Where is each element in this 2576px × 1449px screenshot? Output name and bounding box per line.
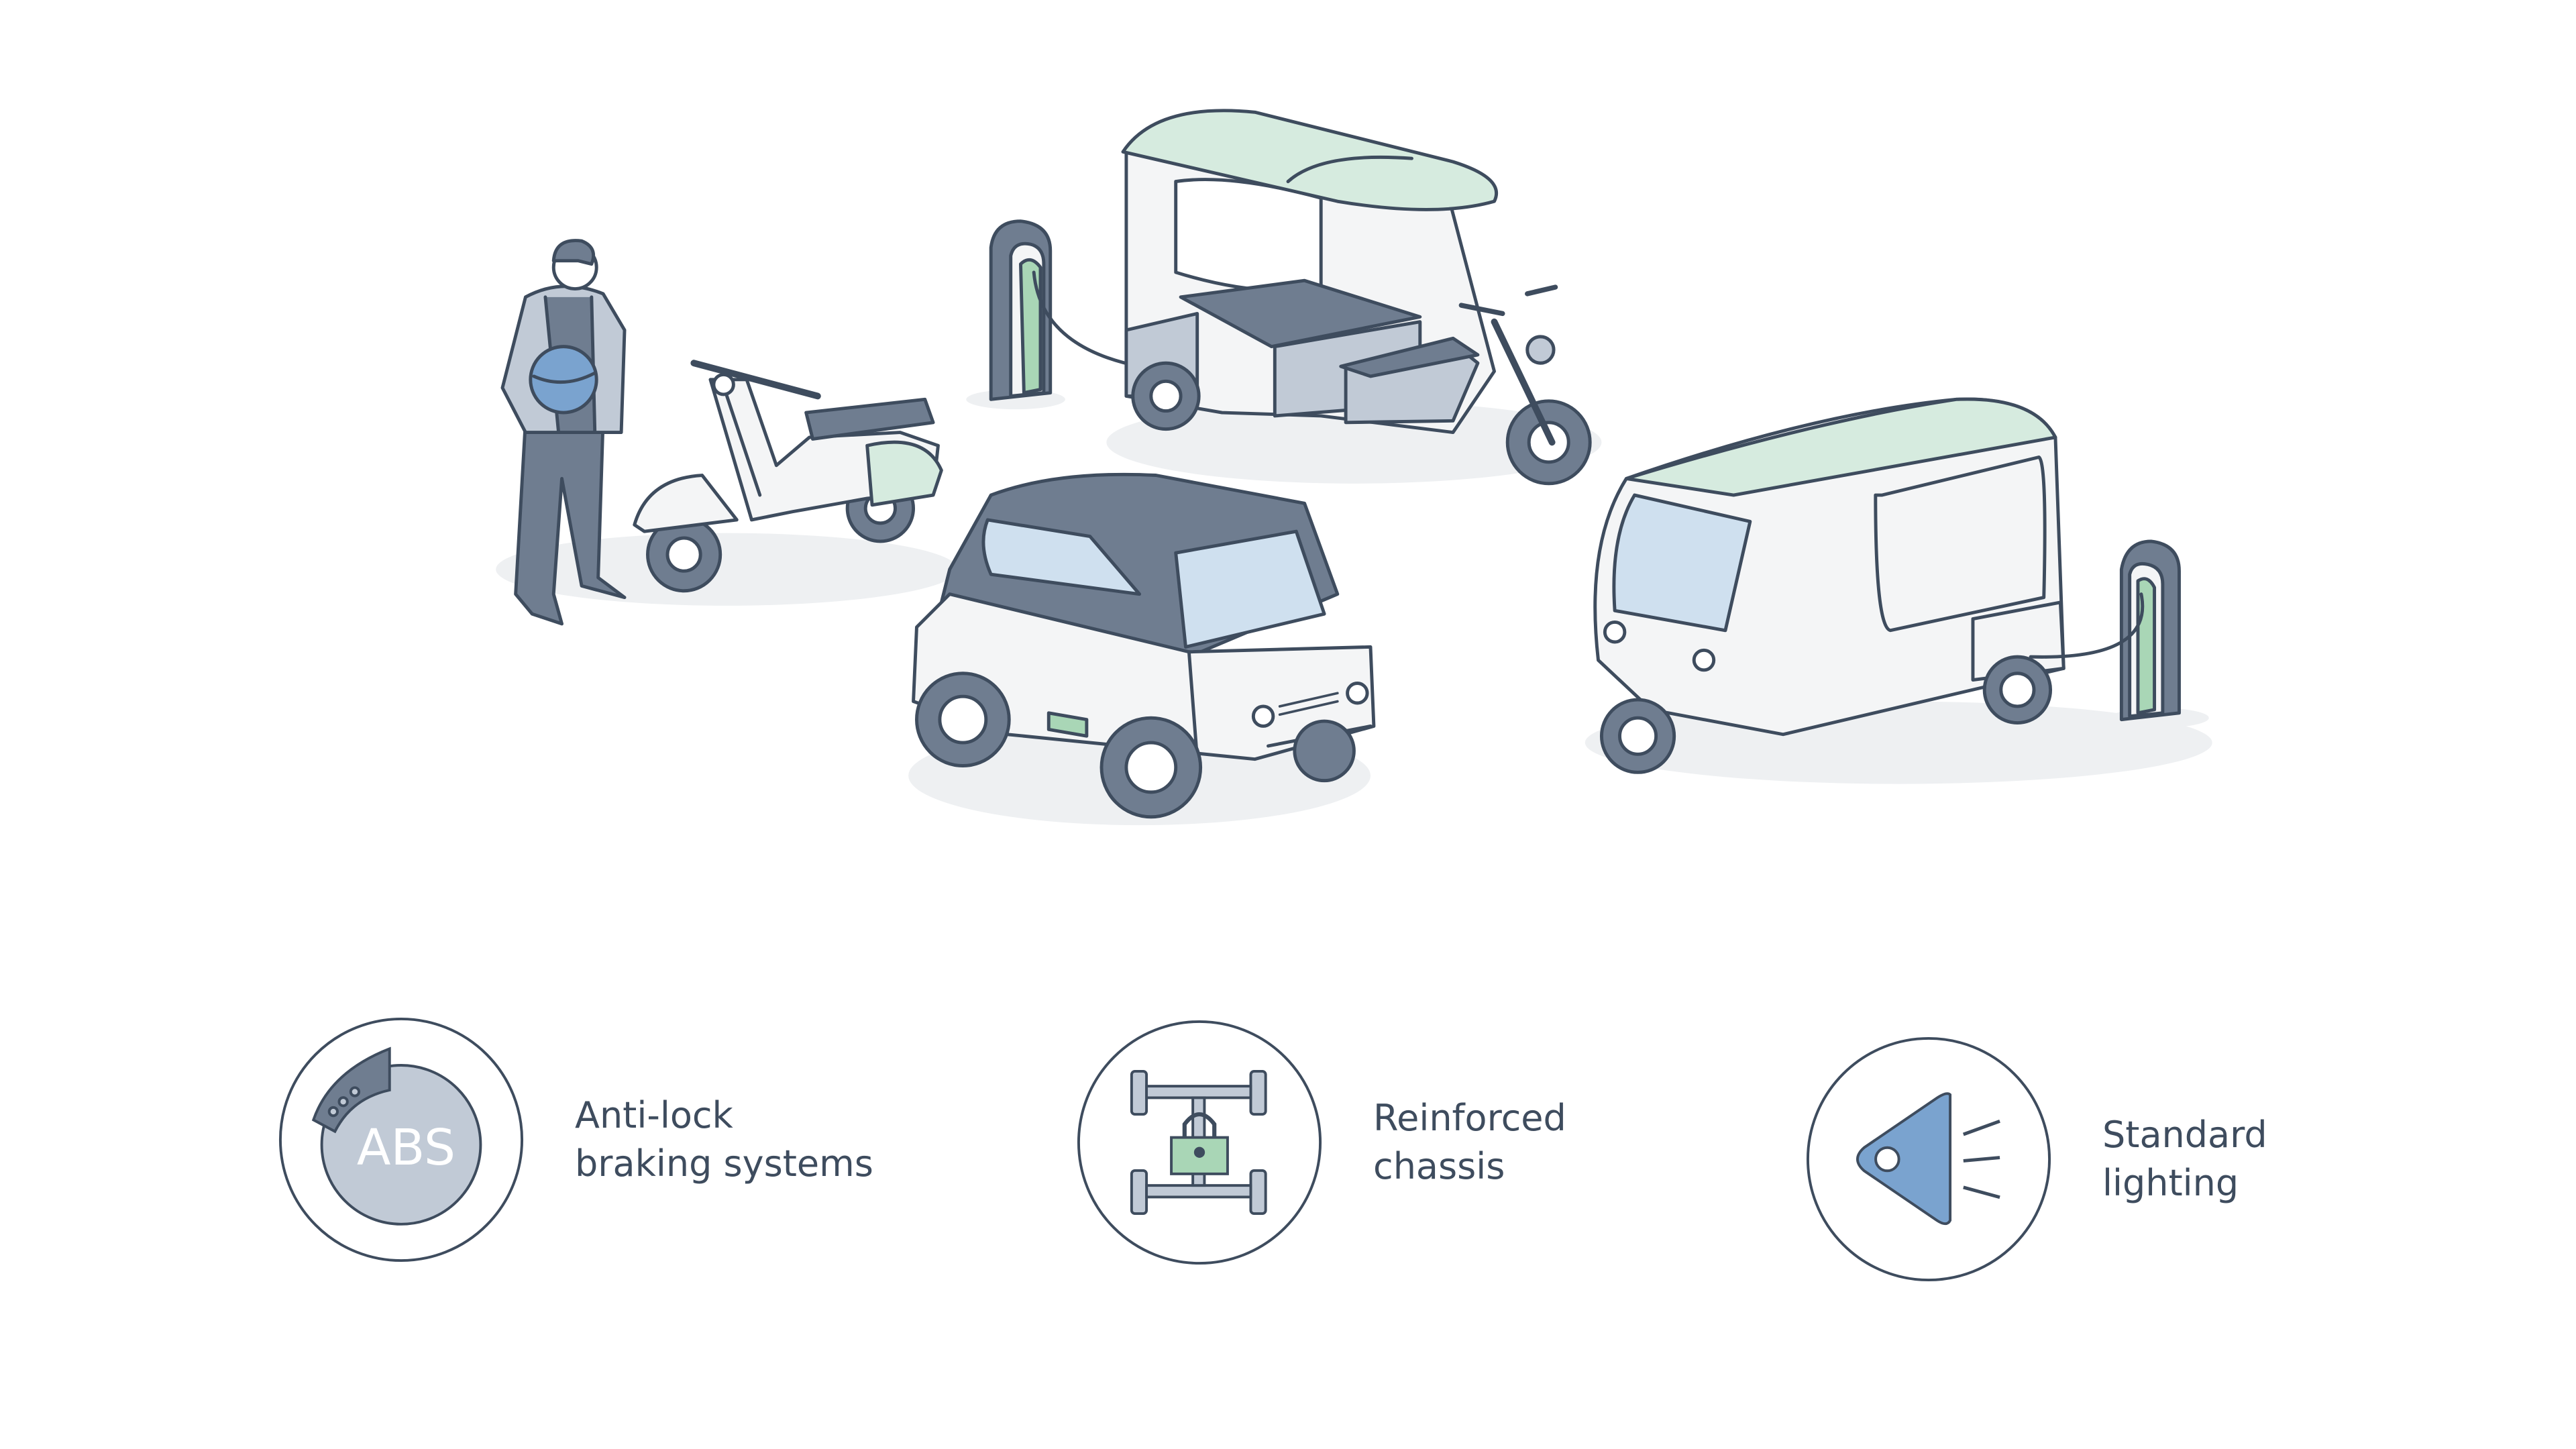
auto-rickshaw xyxy=(1121,109,1592,486)
person-with-helmet xyxy=(500,239,627,626)
feature-label-line1: Anti-lock xyxy=(575,1094,733,1136)
feature-label-line1: Reinforced xyxy=(1373,1097,1566,1139)
electric-van xyxy=(1593,397,2065,774)
locked-chassis-icon xyxy=(1077,1020,1322,1265)
feature-label-line2: chassis xyxy=(1373,1145,1505,1187)
abs-brake-icon: ABS xyxy=(278,1017,524,1263)
feature-chassis: Reinforced chassis xyxy=(1075,1018,1566,1267)
headlight-icon xyxy=(1806,1036,2051,1282)
charging-station-right xyxy=(2029,539,2181,722)
charging-station-left xyxy=(989,219,1142,401)
feature-label-line2: lighting xyxy=(2102,1162,2239,1204)
feature-abs: ABS Anti-lock braking systems xyxy=(277,1016,873,1264)
feature-lighting: Standard lighting xyxy=(1805,1035,2267,1283)
microcar xyxy=(912,472,1376,819)
feature-label-line1: Standard xyxy=(2102,1114,2267,1156)
feature-label-line2: braking systems xyxy=(575,1142,873,1185)
abs-badge-text: ABS xyxy=(357,1119,455,1177)
scooter xyxy=(633,360,943,593)
